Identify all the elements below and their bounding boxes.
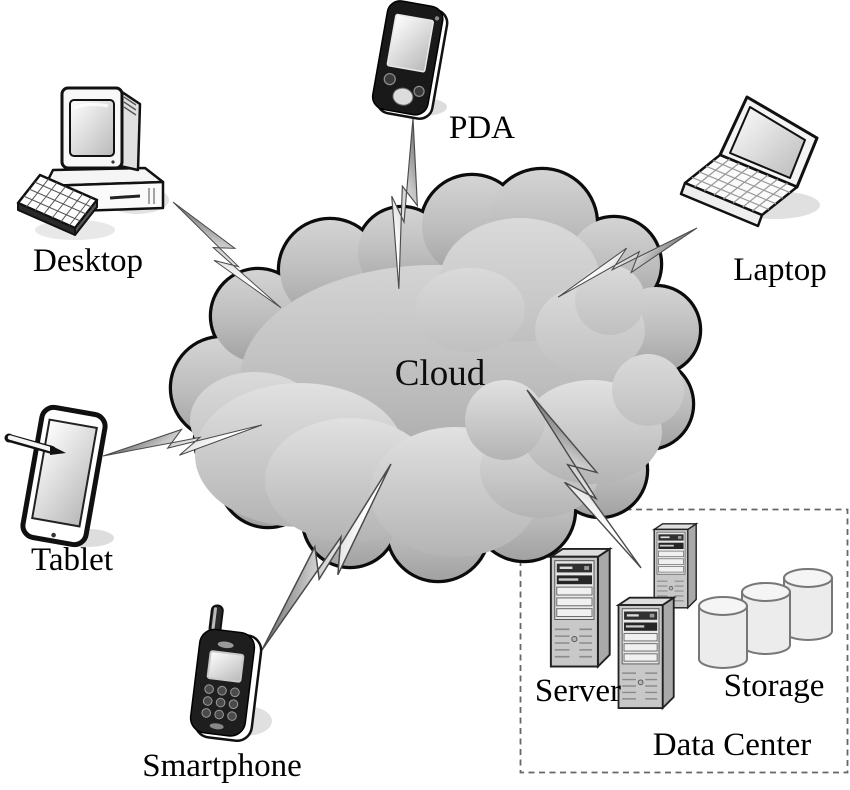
laptop-icon [679,95,820,228]
stylus-icon [4,433,66,455]
storage-cylinder-icon [698,596,748,669]
keypad [201,684,240,721]
pda-label: PDA [449,110,515,146]
desktop-label: Desktop [33,243,143,279]
data-center-box [519,508,849,774]
cloud-inner-puffs [190,218,684,557]
data-center-label: Data Center [653,727,812,763]
keyboard-keys [23,178,92,226]
laptop-keys [691,158,791,212]
storage-label: Storage [724,668,825,704]
server-icon [549,547,611,668]
tablet-label: Tablet [31,542,113,578]
desktop-icon [16,86,169,240]
labels: Desktop PDA Laptop Tablet Smartphone Ser… [31,110,827,784]
pda-icon [371,0,449,120]
storage-icons [698,568,833,669]
server-icon [653,523,697,609]
tablet-icon [4,404,114,548]
storage-cylinder-icon [783,568,833,641]
cloud-label: Cloud [395,353,486,394]
smartphone-icon [189,604,272,743]
data-center-border [519,508,849,774]
laptop-label: Laptop [733,252,826,288]
server-label: Server [535,673,621,709]
smartphone-label: Smartphone [142,748,301,784]
server-icon [617,596,675,710]
storage-cylinder-icon [741,582,791,655]
cloud-shape: Cloud [168,166,703,584]
